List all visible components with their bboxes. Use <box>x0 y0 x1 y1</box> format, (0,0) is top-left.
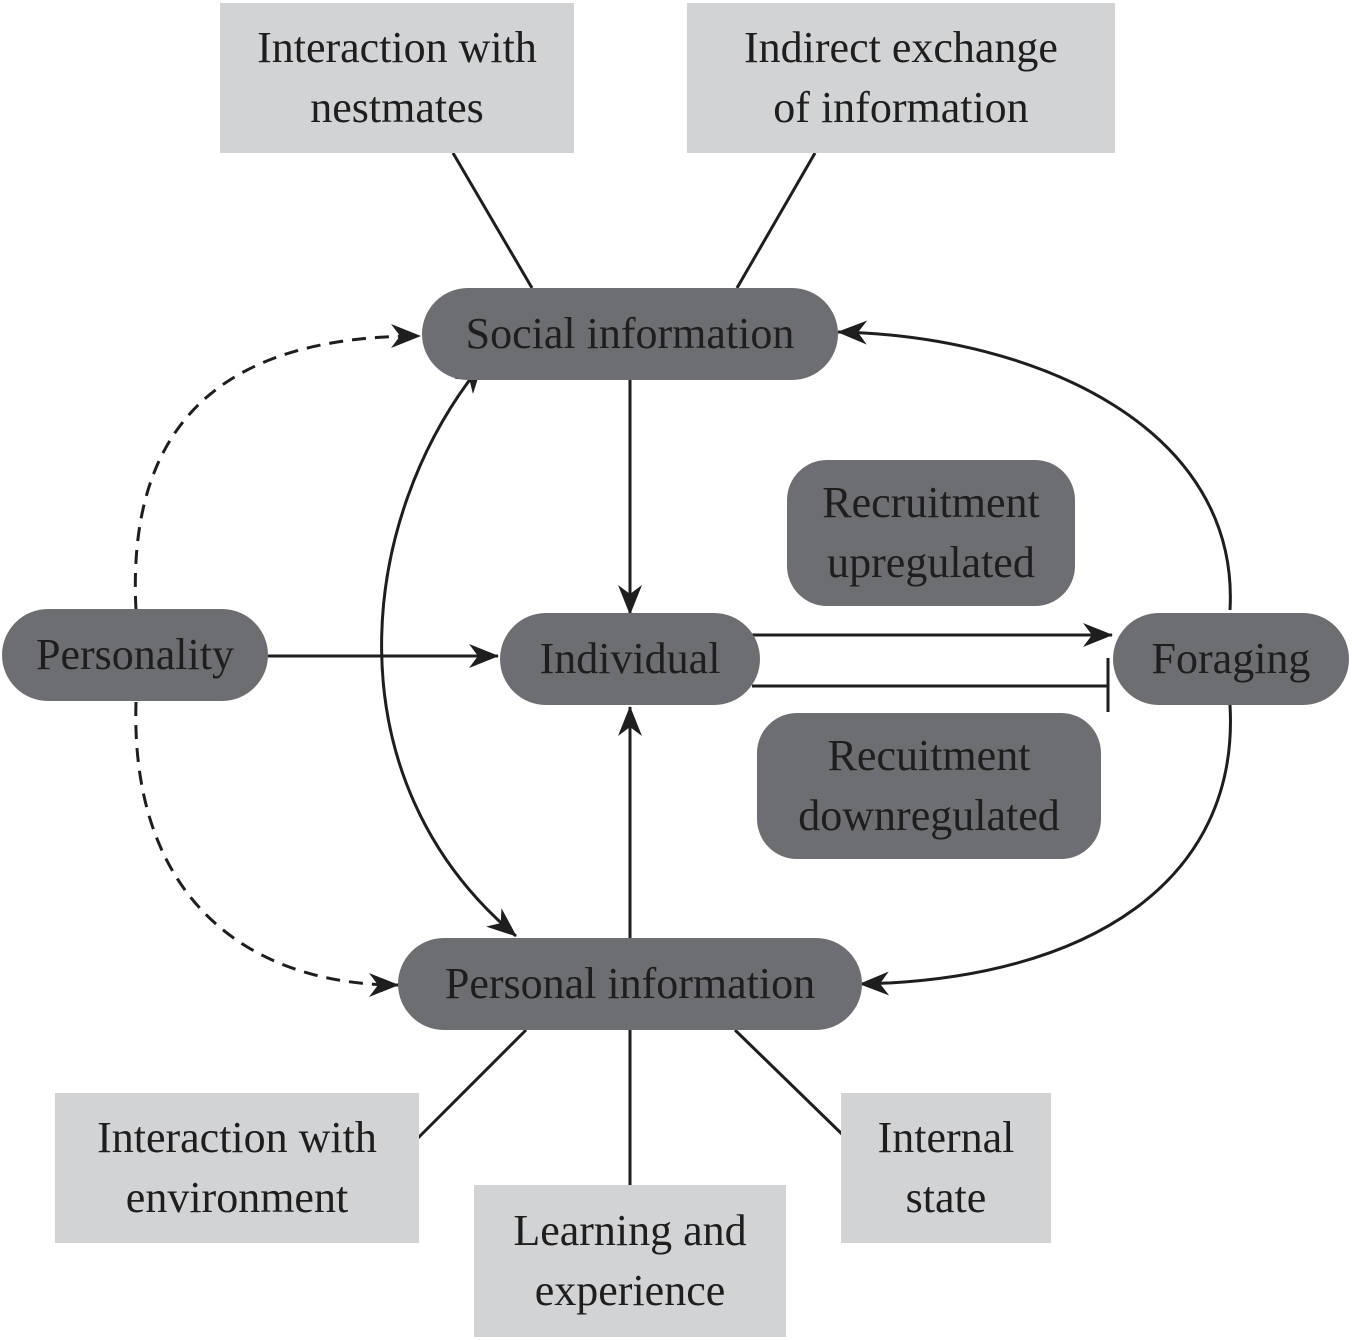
box-indirect-exchange: Indirect exchange of information <box>687 3 1115 153</box>
double-arrow-social-personal <box>380 363 517 938</box>
line-environment-personal <box>416 1028 528 1140</box>
node-individual: Individual <box>500 613 760 705</box>
line-indirect-social <box>735 152 817 289</box>
dashed-personality-personal <box>134 701 399 997</box>
node-recruitment-upregulated: Recruitment upregulated <box>787 460 1075 606</box>
dashed-personality-social <box>133 324 421 611</box>
box-interaction-with-nestmates: Interaction with nestmates <box>220 3 574 153</box>
box-internal-state: Internal state <box>841 1093 1051 1243</box>
node-personality: Personality <box>2 609 268 701</box>
line-nestmates-social <box>451 152 534 289</box>
node-social-information: Social information <box>422 288 838 380</box>
node-recruitment-downregulated: Recuitment downregulated <box>757 713 1101 859</box>
box-learning-and-experience: Learning and experience <box>474 1185 786 1337</box>
arrow-foraging-social <box>837 320 1232 611</box>
arrow-foraging-personal <box>859 704 1232 996</box>
box-interaction-with-environment: Interaction with environment <box>55 1093 419 1243</box>
node-foraging: Foraging <box>1113 613 1349 705</box>
line-internal-personal <box>733 1028 848 1140</box>
node-personal-information: Personal information <box>398 938 862 1030</box>
